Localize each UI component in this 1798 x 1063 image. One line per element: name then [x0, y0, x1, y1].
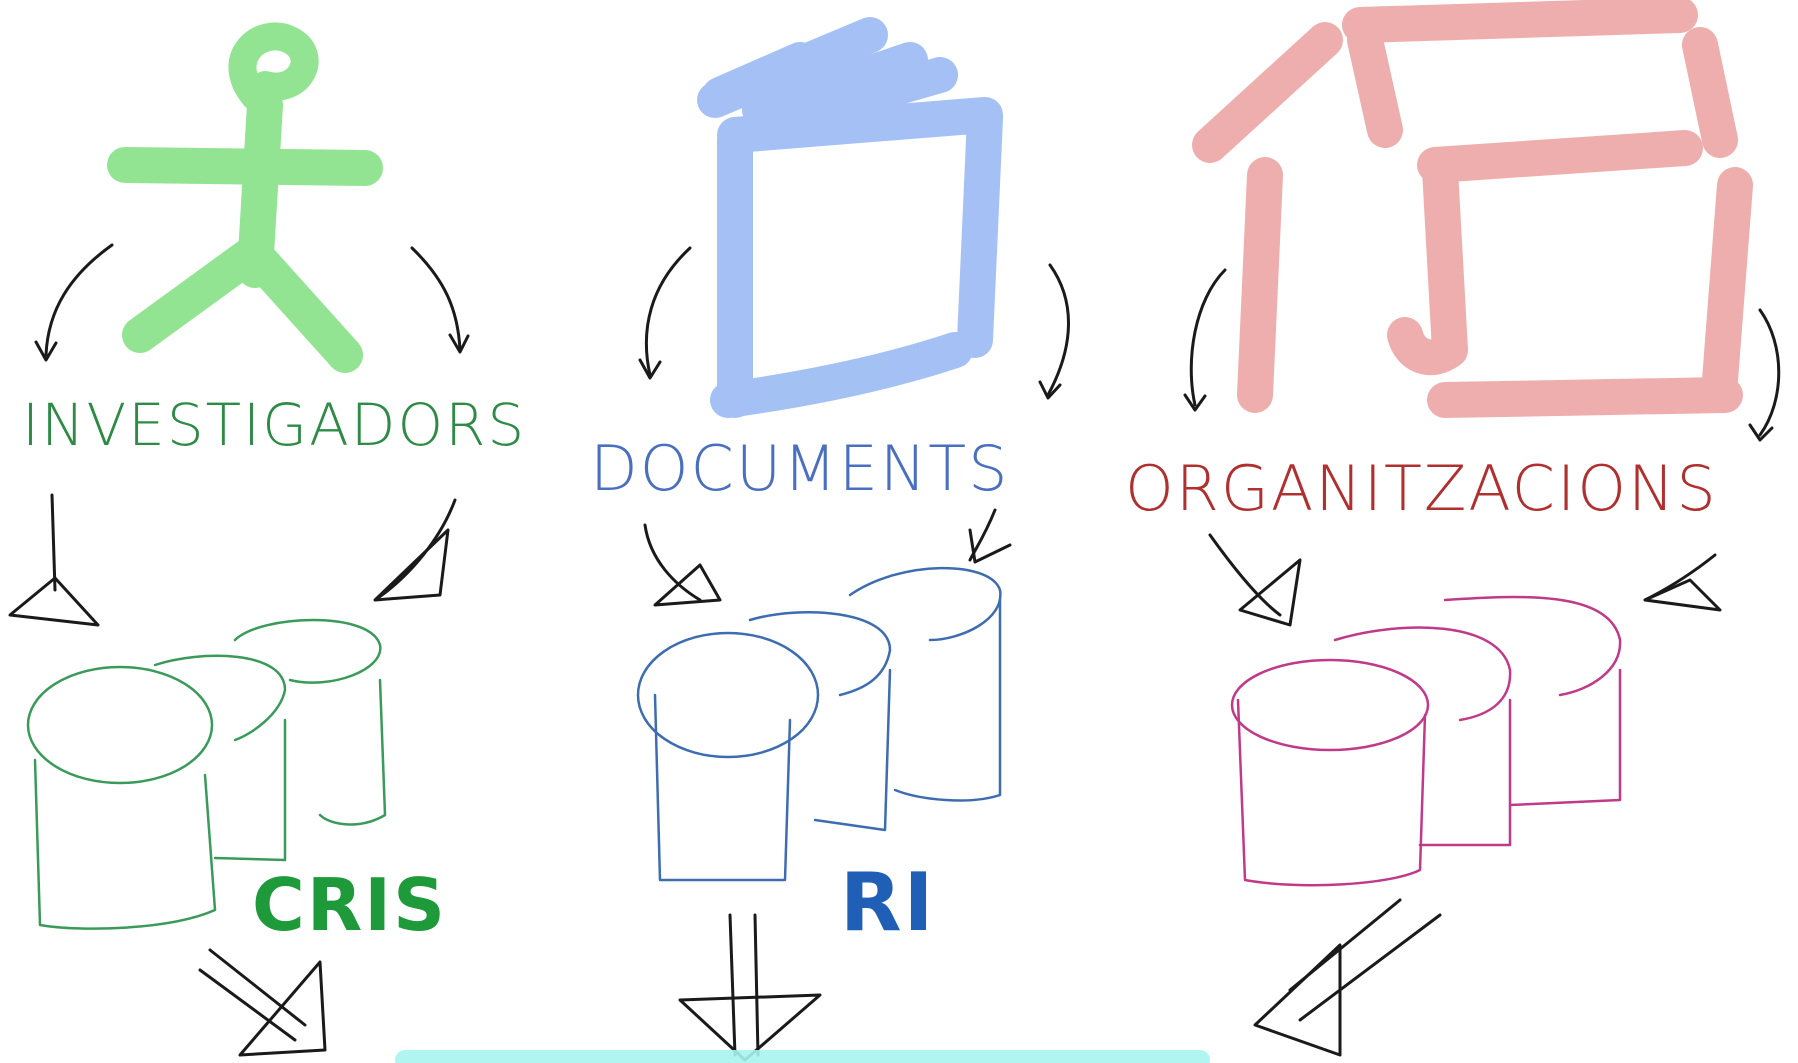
document-curved-arrows [638, 246, 1070, 400]
ri-to-bottom-arrows [678, 913, 822, 1062]
organitzacions-to-db-arrows [1208, 533, 1722, 627]
organization-to-bottom-arrows [1253, 898, 1442, 1057]
organitzacions-label: Organitzacions [1125, 452, 1718, 525]
cris-database-icon [26, 618, 387, 930]
ri-database-icon [636, 566, 1002, 882]
book-document-icon [697, 17, 1003, 418]
bottom-target-bar [395, 1050, 1210, 1063]
cris-to-bottom-arrows [198, 948, 327, 1057]
organization-database-icon [1230, 595, 1622, 887]
documents-label: Documents [590, 432, 1010, 505]
building-icon [1192, 0, 1753, 418]
person-stick-figure-icon [107, 22, 383, 373]
cris-system-label: CRIS [252, 863, 447, 947]
ri-system-label: RI [840, 856, 935, 949]
person-curved-arrows [34, 243, 470, 362]
investigadors-to-cris-arrows [8, 493, 457, 627]
investigadors-label: Investigadors [22, 391, 526, 459]
documents-to-ri-arrows [643, 508, 1012, 607]
organization-curved-arrows [1183, 268, 1781, 442]
